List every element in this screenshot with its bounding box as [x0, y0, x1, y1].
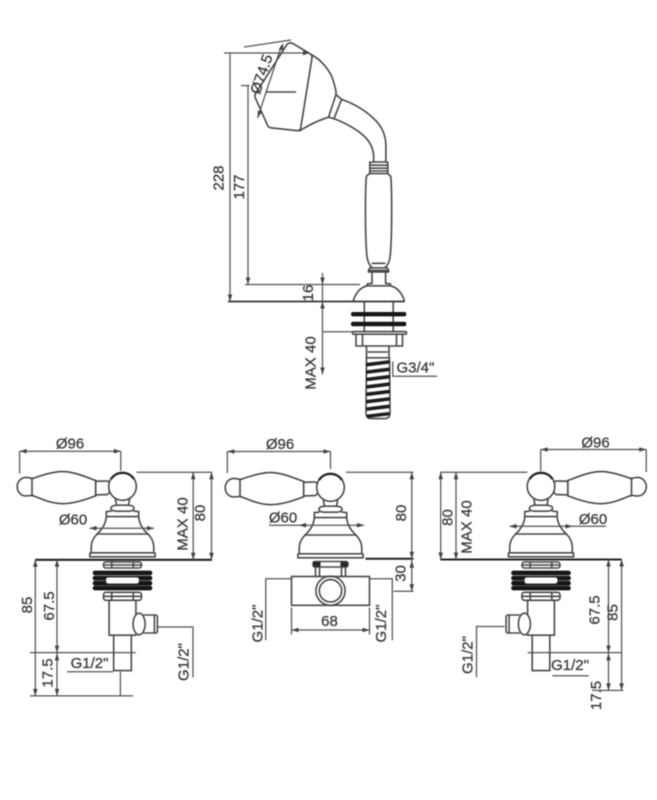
svg-text:68: 68 — [321, 613, 338, 630]
svg-text:85: 85 — [19, 597, 36, 614]
svg-text:80: 80 — [439, 509, 456, 526]
svg-text:17.5: 17.5 — [39, 658, 56, 687]
svg-text:MAX 40: MAX 40 — [458, 500, 475, 553]
svg-text:67.5: 67.5 — [586, 595, 603, 624]
svg-text:G1/2": G1/2" — [373, 605, 390, 643]
svg-text:G1/2": G1/2" — [175, 643, 192, 681]
svg-text:67.5: 67.5 — [41, 591, 58, 620]
svg-text:Ø60: Ø60 — [59, 512, 87, 529]
svg-text:G1/2": G1/2" — [249, 605, 266, 643]
svg-text:G1/2": G1/2" — [551, 657, 589, 674]
svg-text:Ø96: Ø96 — [581, 435, 609, 452]
svg-text:G1/2": G1/2" — [459, 636, 476, 674]
svg-text:Ø60: Ø60 — [579, 511, 607, 528]
svg-text:MAX 40: MAX 40 — [174, 497, 191, 550]
svg-text:16: 16 — [300, 285, 317, 302]
svg-text:Ø96: Ø96 — [56, 436, 84, 453]
svg-text:228: 228 — [210, 165, 227, 190]
svg-text:80: 80 — [192, 505, 209, 522]
svg-text:MAX 40: MAX 40 — [302, 336, 319, 389]
svg-text:G1/2": G1/2" — [71, 655, 109, 672]
svg-text:17.5: 17.5 — [588, 681, 605, 710]
svg-text:G3/4": G3/4" — [397, 360, 435, 377]
svg-text:30: 30 — [392, 565, 409, 582]
svg-text:Ø96: Ø96 — [266, 436, 294, 453]
svg-text:Ø60: Ø60 — [269, 510, 297, 527]
svg-text:177: 177 — [231, 174, 248, 199]
svg-text:80: 80 — [393, 505, 410, 522]
svg-text:85: 85 — [604, 604, 621, 621]
